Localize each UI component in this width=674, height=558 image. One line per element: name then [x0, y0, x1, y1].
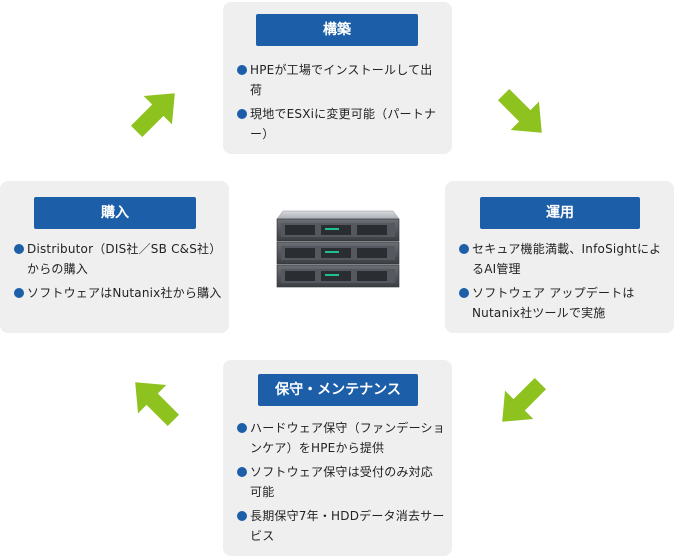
bullet-icon — [237, 423, 247, 433]
arrow-southwest-icon — [502, 377, 547, 422]
card-build-title: 構築 — [256, 14, 418, 46]
list-item: HPEが工場でインストールして出荷 — [237, 60, 442, 100]
list-item: ハードウェア保守（ファンデーションケア）をHPEから提供 — [237, 418, 445, 458]
card-build-list: HPEが工場でインストールして出荷 現地でESXiに変更可能（パートナー） — [237, 60, 442, 148]
card-maintenance: 保守・メンテナンス ハードウェア保守（ファンデーションケア）をHPEから提供 ソ… — [223, 360, 452, 556]
bullet-icon — [237, 109, 247, 119]
list-item: ソフトウェア保守は受付のみ対応可能 — [237, 462, 445, 502]
bullet-icon — [14, 244, 24, 254]
card-build: 構築 HPEが工場でインストールして出荷 現地でESXiに変更可能（パートナー） — [223, 2, 452, 154]
card-purchase: 購入 Distributor（DIS社／SB C&S社）からの購入 ソフトウェア… — [0, 181, 229, 333]
bullet-icon — [237, 467, 247, 477]
server-rack-icon — [276, 210, 400, 288]
card-operate-list: セキュア機能満載、InfoSightによるAI管理 ソフトウェア アップデートは… — [459, 239, 667, 327]
bullet-icon — [14, 288, 24, 298]
bullet-icon — [459, 288, 469, 298]
bullet-icon — [459, 244, 469, 254]
card-maintenance-title: 保守・メンテナンス — [258, 374, 418, 406]
bullet-icon — [237, 511, 247, 521]
list-item: 現地でESXiに変更可能（パートナー） — [237, 104, 442, 144]
arrow-northwest-icon — [135, 382, 180, 427]
card-operate: 運用 セキュア機能満載、InfoSightによるAI管理 ソフトウェア アップデ… — [445, 181, 674, 333]
list-item: セキュア機能満載、InfoSightによるAI管理 — [459, 239, 667, 279]
arrow-northeast-icon — [130, 93, 175, 138]
list-item: ソフトウェア アップデートはNutanix社ツールで実施 — [459, 283, 667, 323]
list-item: 長期保守7年・HDDデータ消去サービス — [237, 506, 445, 546]
arrow-southeast-icon — [497, 88, 542, 133]
list-item: Distributor（DIS社／SB C&S社）からの購入 — [14, 239, 222, 279]
bullet-icon — [237, 65, 247, 75]
card-purchase-title: 購入 — [34, 197, 196, 229]
list-item: ソフトウェアはNutanix社から購入 — [14, 283, 222, 303]
card-maintenance-list: ハードウェア保守（ファンデーションケア）をHPEから提供 ソフトウェア保守は受付… — [237, 418, 445, 550]
card-purchase-list: Distributor（DIS社／SB C&S社）からの購入 ソフトウェアはNu… — [14, 239, 222, 307]
card-operate-title: 運用 — [480, 197, 640, 229]
